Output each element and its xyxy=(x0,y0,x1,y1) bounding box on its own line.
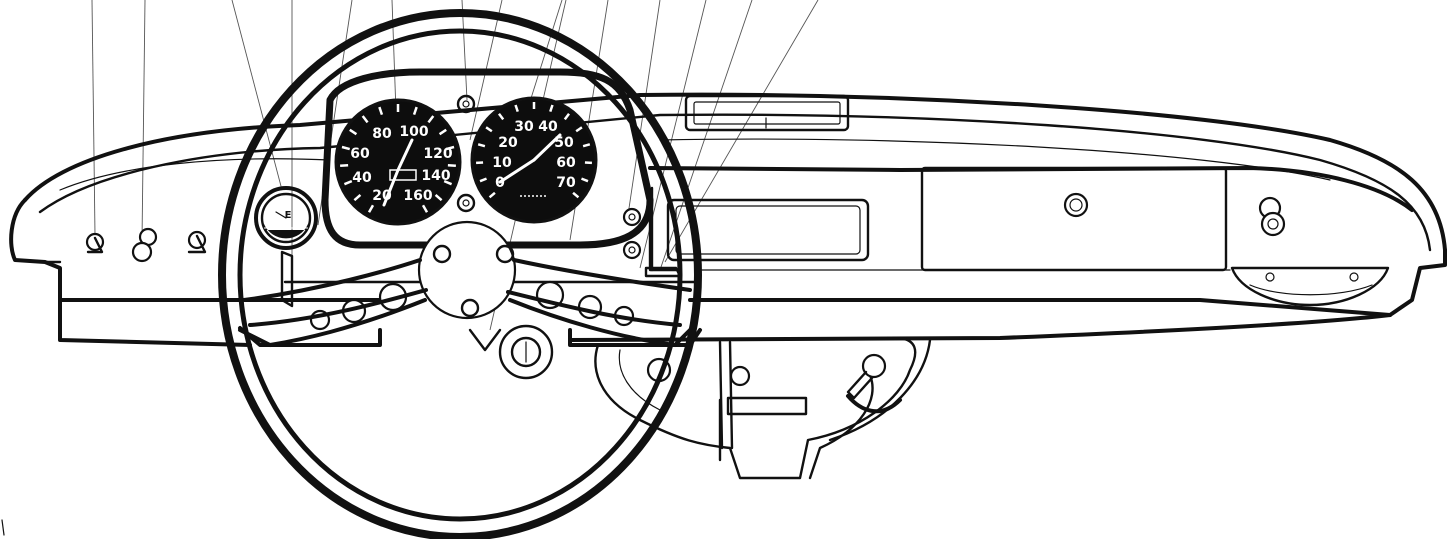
air-vent[interactable] xyxy=(684,94,850,132)
gauge-tick xyxy=(361,115,369,124)
gauge-tick xyxy=(488,191,496,199)
switch-knob-icon[interactable] xyxy=(131,241,153,263)
speedometer-label: 160 xyxy=(403,188,432,204)
tachometer-icon: 0 10 20 30 40 50 60 70 xyxy=(470,96,598,224)
gauge-tick xyxy=(443,179,453,186)
left-switch-panel xyxy=(85,227,207,263)
gauge-tick xyxy=(572,191,580,199)
gear-lever-knob-icon[interactable] xyxy=(861,353,887,379)
gauge-tick xyxy=(514,104,519,113)
tachometer-label: 20 xyxy=(498,135,518,151)
gauge-tick xyxy=(421,204,429,213)
gauge-tick xyxy=(485,126,493,133)
fuel-gauge-label: E xyxy=(285,210,292,221)
gauge-tick xyxy=(477,143,486,148)
speedometer-label: 60 xyxy=(350,146,370,162)
gauge-tick xyxy=(575,126,583,133)
glovebox-knob-icon[interactable] xyxy=(1063,192,1089,218)
gauge-tick xyxy=(549,104,554,113)
speedometer-icon: 60 80 100 120 40 140 20 160 xyxy=(334,98,462,226)
tachometer-label: 10 xyxy=(492,155,512,171)
ashtray[interactable] xyxy=(1230,266,1390,307)
tachometer-label: 50 xyxy=(554,135,574,151)
speedometer-label: 40 xyxy=(352,170,372,186)
gauge-tick xyxy=(412,106,418,116)
glovebox[interactable] xyxy=(920,166,1228,272)
tachometer-label: 30 xyxy=(514,119,534,135)
gauge-tick xyxy=(581,177,589,183)
speedometer-label: 140 xyxy=(421,168,450,184)
dashboard-body xyxy=(9,92,1447,347)
switch-knob-icon[interactable] xyxy=(622,207,642,227)
right-side-knob xyxy=(1258,196,1286,237)
gauge-tick xyxy=(479,177,487,183)
switch-knob-icon[interactable] xyxy=(729,365,751,387)
switch-knob-icon[interactable] xyxy=(1260,211,1286,237)
gauge-tick xyxy=(367,204,375,213)
gauge-tick xyxy=(447,164,456,168)
speedometer-label: 120 xyxy=(423,146,452,162)
gauge-tick xyxy=(378,106,384,116)
gauge-tick xyxy=(341,145,351,151)
speedometer-label: 100 xyxy=(399,124,428,140)
ignition-switch[interactable] xyxy=(468,324,554,380)
gauge-tick xyxy=(340,164,349,168)
gauge-tick xyxy=(349,128,358,136)
gauge-tick xyxy=(353,194,362,202)
switch-knob-icon[interactable] xyxy=(622,240,642,260)
tachometer-label: 60 xyxy=(556,155,576,171)
tachometer-label: 70 xyxy=(556,175,576,191)
speedometer-label: 80 xyxy=(372,126,392,142)
gauge-tick xyxy=(343,179,353,186)
gauge-tick xyxy=(427,115,435,124)
gauge-tick xyxy=(434,194,443,202)
gauge-tick xyxy=(563,113,571,121)
instrument-binnacle xyxy=(321,68,654,249)
fuel-gauge-icon: E xyxy=(254,186,318,308)
gauge-tick xyxy=(438,128,447,136)
gauge-tick xyxy=(497,113,505,121)
steering-wheel-icon[interactable] xyxy=(218,9,702,539)
gauge-tick xyxy=(582,143,591,148)
gauge-tick xyxy=(445,145,455,151)
tachometer-label: 40 xyxy=(538,119,558,135)
